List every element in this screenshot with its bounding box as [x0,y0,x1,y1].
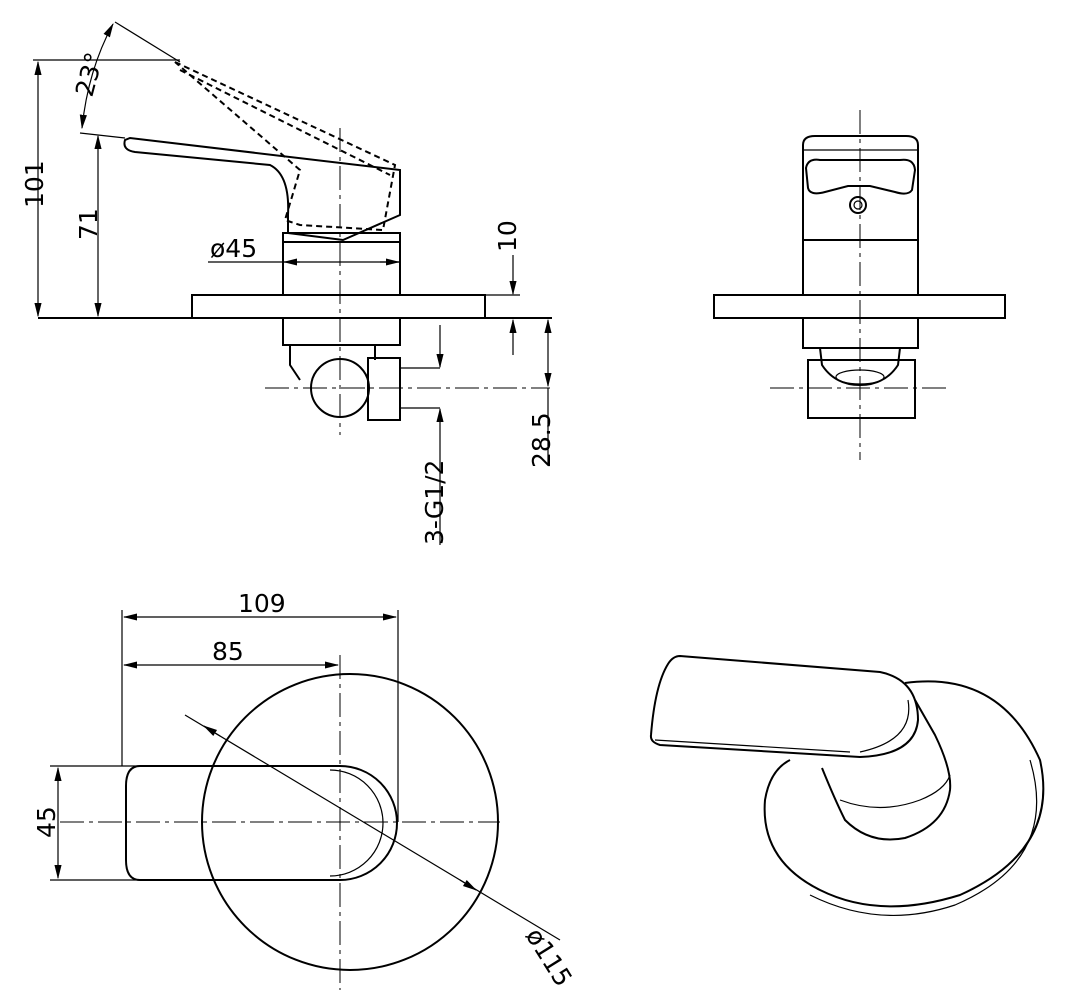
dim-label-10: 10 [493,220,522,252]
valve-housing [282,317,401,346]
dim-label-23deg: 23° [70,49,109,99]
dim-label-109: 109 [238,589,286,618]
iso-lever-handle [649,654,920,759]
indicator-hole [849,196,867,214]
dim-label-d45: ø45 [210,234,257,263]
lever-handle-top [125,765,398,881]
lever-handle [123,136,401,242]
outlet-connector [367,357,401,421]
top-view: 109 85 45 ø115 [32,589,578,992]
dim-arc-23 [79,22,114,130]
lever-raised-position [174,61,397,232]
iso-cover-plate [763,680,1045,908]
dim-label-d115: ø115 [520,923,578,992]
dim-line-d115 [184,714,561,941]
dim-label-101: 101 [20,160,49,208]
dim-label-45: 45 [32,806,61,838]
handle-front [804,158,917,195]
cover-plate [191,294,486,319]
isometric-view [649,654,1045,916]
dim-label-3-g1-2: 3-G1/2 [420,460,449,545]
body-front [802,135,919,296]
dim-label-28-5: 28.5 [527,412,556,468]
side-view: 101 71 23° ø45 10 28.5 3-G1/2 [20,21,556,545]
front-view [713,110,1006,460]
dim-label-71: 71 [74,208,103,240]
dim-label-85: 85 [212,637,244,666]
valve-housing-front [807,359,916,419]
iso-body [821,699,952,841]
